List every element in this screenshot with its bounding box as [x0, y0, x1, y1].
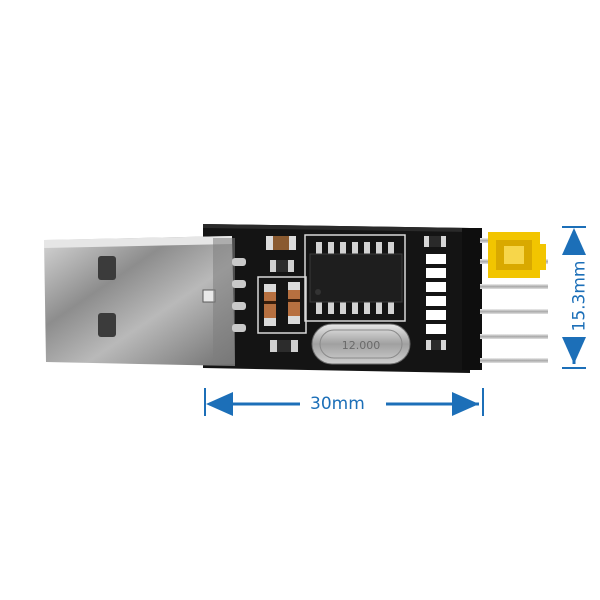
jumper-cap [488, 232, 546, 278]
crystal-marking: 12.000 [342, 339, 381, 352]
silkscreen-marks [257, 234, 406, 334]
crystal-oscillator [311, 323, 411, 365]
right-smd-column [424, 236, 446, 350]
ic-chip [309, 242, 403, 314]
smd-resistor-left [270, 260, 294, 272]
usb-solder-pads [232, 258, 246, 332]
smd-capacitor-bottom [270, 340, 298, 352]
width-dimension [204, 388, 484, 416]
diode-2 [288, 282, 300, 324]
height-dimension-label: 15.3mm [569, 256, 590, 336]
diode-1 [264, 284, 276, 326]
height-dimension [562, 226, 586, 369]
usb-a-connector [44, 236, 235, 366]
smd-capacitor-top [266, 236, 296, 250]
width-dimension-label: 30mm [306, 394, 369, 414]
